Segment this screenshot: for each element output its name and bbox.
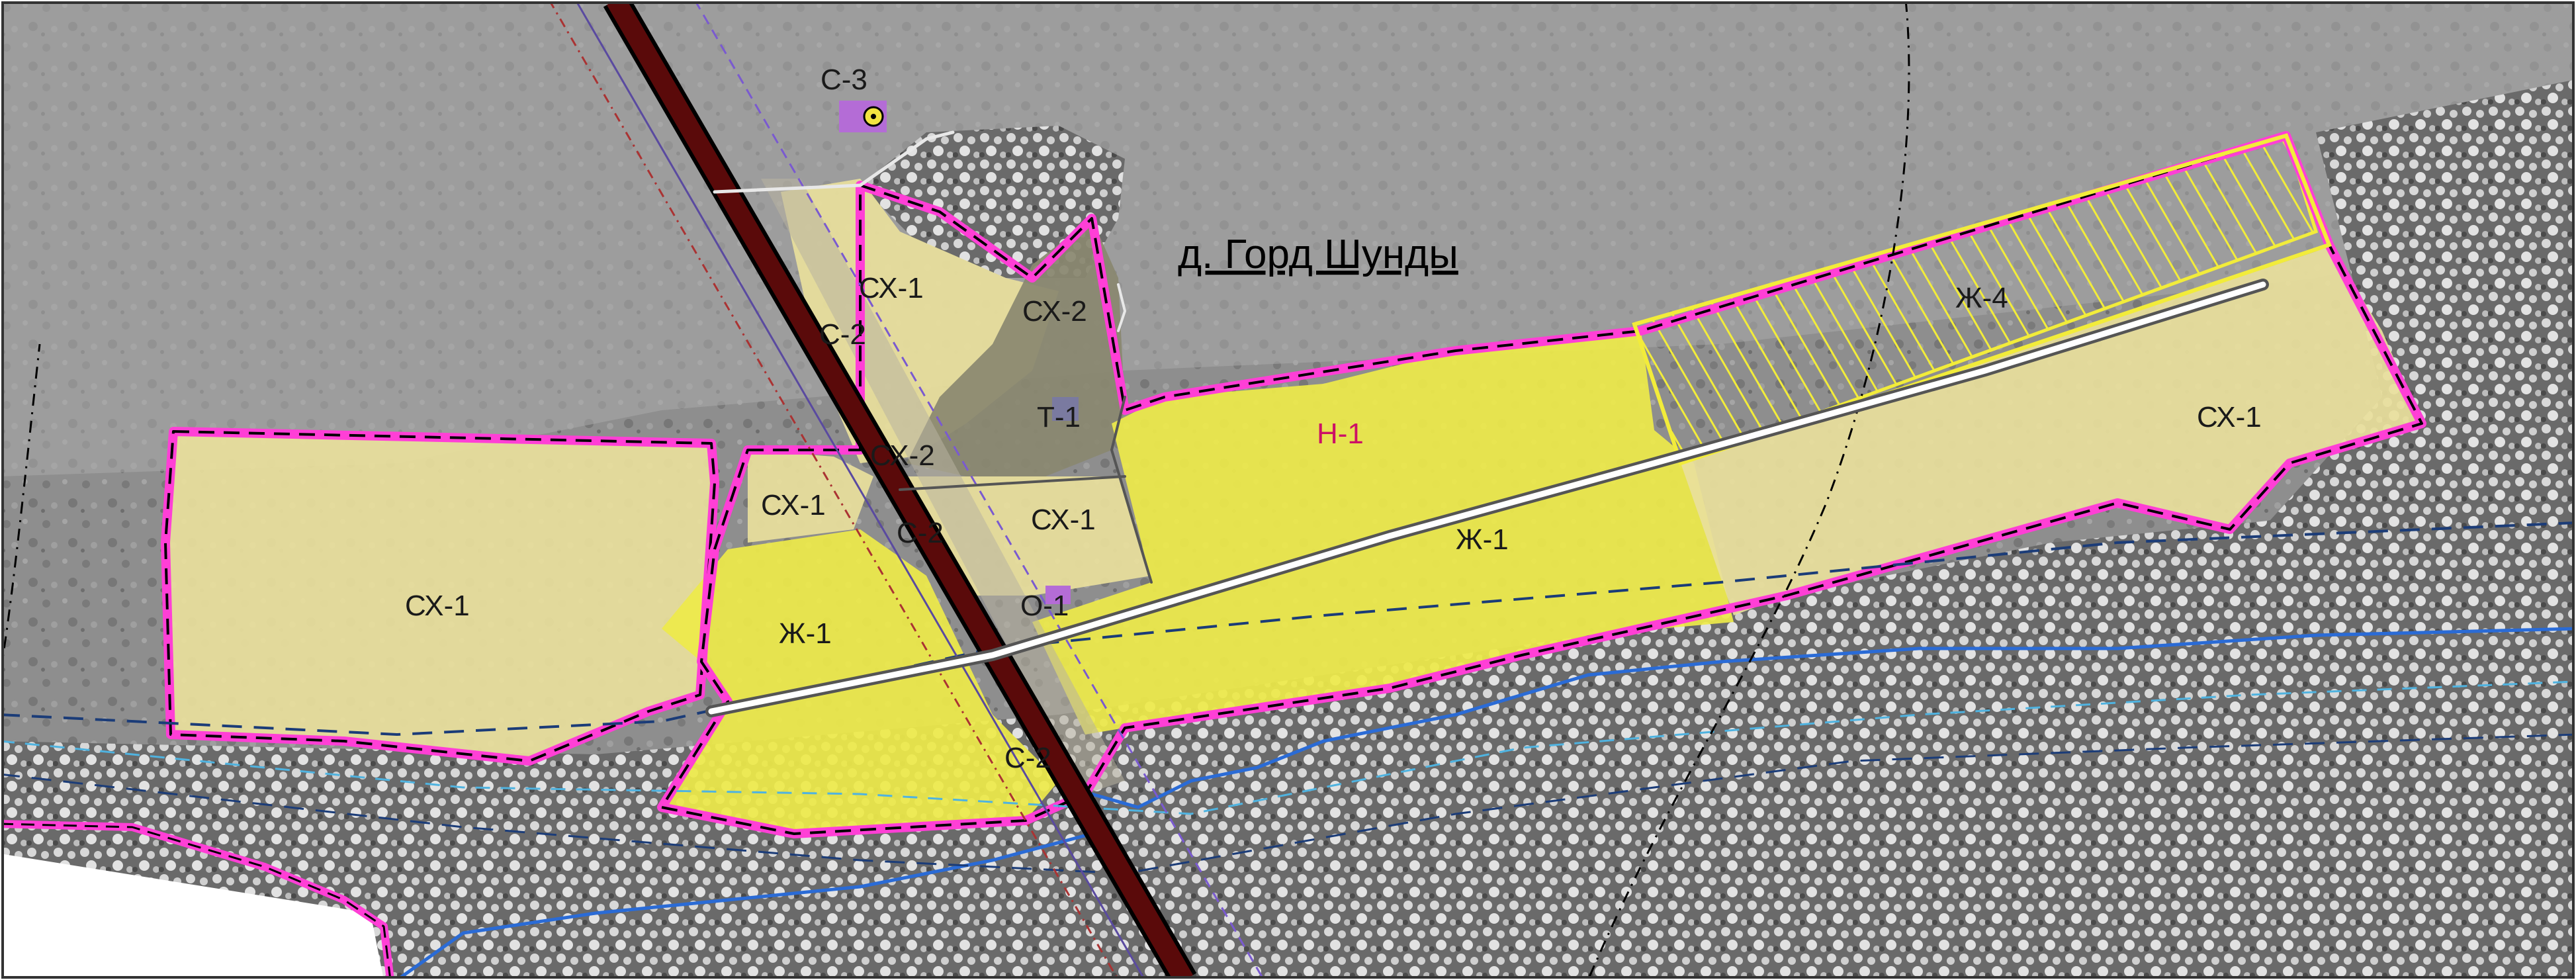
zh4-outline <box>1632 133 2332 466</box>
label-sx2-road: СХ-2 <box>870 439 935 472</box>
roads <box>705 130 2269 717</box>
label-t1: Т-1 <box>1037 401 1081 433</box>
label-sx2-forest: СХ-2 <box>1022 295 1087 328</box>
c3-icon-dot <box>871 114 876 119</box>
label-sx1-north: СХ-1 <box>859 272 924 304</box>
zone-t1-marker <box>1052 397 1079 421</box>
zone-sx1-mid-left[interactable] <box>748 450 873 543</box>
zone-sx1-west[interactable] <box>165 431 715 761</box>
label-sx1-east: СХ-1 <box>2197 401 2262 433</box>
label-c2-north: С-2 <box>819 318 866 351</box>
label-zh1-main: Ж-1 <box>1456 523 1509 556</box>
settlement-name: д. Горд Шунды <box>1178 232 1458 277</box>
zone-o1-marker <box>1045 586 1071 604</box>
water-lines <box>3 521 2573 977</box>
forest-south <box>3 490 2573 977</box>
power-line-1 <box>549 3 1118 977</box>
settlement-boundary <box>3 131 2426 977</box>
label-zh1-west: Ж-1 <box>779 617 832 650</box>
lake <box>3 854 384 977</box>
label-c2-mid: С-2 <box>897 517 944 549</box>
boundary-curve-2 <box>3 343 41 665</box>
label-zh4: Ж-4 <box>1955 282 2008 314</box>
label-o1: О-1 <box>1020 590 1069 622</box>
label-sx1-mid: СХ-1 <box>1031 504 1096 536</box>
label-h1: Н-1 <box>1317 418 1364 450</box>
forest-north <box>860 126 1125 278</box>
label-c3: С-3 <box>821 64 867 96</box>
label-sx1-mid-left: СХ-1 <box>761 489 826 521</box>
power-line-2 <box>576 3 1145 977</box>
label-sx1-west: СХ-1 <box>405 590 470 622</box>
label-c2-south: С-2 <box>1004 742 1051 774</box>
forest-east <box>2250 79 2573 543</box>
zone-sx1-east[interactable] <box>1681 245 2422 615</box>
